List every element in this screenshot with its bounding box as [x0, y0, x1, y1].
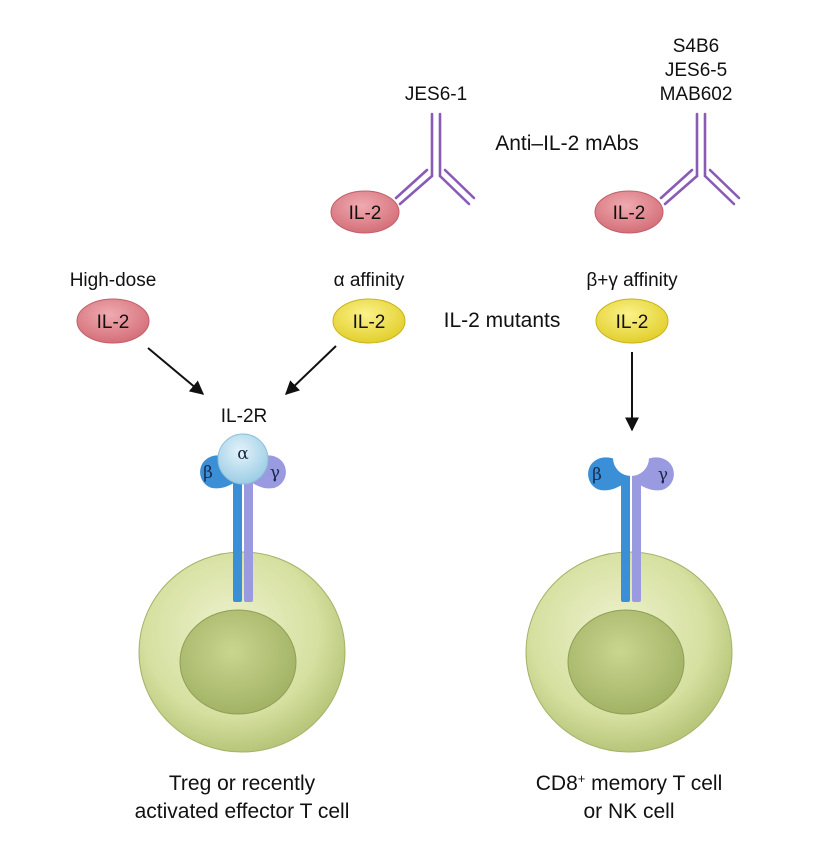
left-cell-caption-line2: activated effector T cell: [135, 800, 350, 823]
il2-antibody-complex-right-label: IL-2: [613, 203, 646, 224]
antibody-group-label: Anti–IL-2 mAbs: [495, 132, 639, 155]
antibody-right-icon: [659, 112, 741, 206]
il2-high-dose: [76, 298, 150, 344]
antibody-clone-jes6-5: JES6-5: [665, 60, 727, 81]
il2-mutant-beta-gamma: [595, 298, 669, 344]
left-beta-label: β: [203, 463, 213, 483]
right-cell-caption-line2: or NK cell: [583, 800, 674, 823]
right-cell-nucleus: [567, 609, 685, 715]
il2-antibody-complex-right: [594, 190, 664, 234]
arrow-high-dose-to-il2r: [147, 347, 205, 395]
alpha-affinity-label: α affinity: [334, 270, 405, 291]
left-gamma-label: γ: [270, 463, 280, 483]
il2-mutant-alpha-label: IL-2: [353, 312, 386, 333]
right-cell-caption-line1: CD8+ memory T cell: [536, 771, 723, 796]
il2-antibody-complex-left: [330, 190, 400, 234]
antibody-left-icon: [394, 112, 476, 206]
left-alpha-label: α: [237, 444, 249, 464]
right-gamma-label: γ: [658, 465, 668, 485]
il2-antibody-complex-left-label: IL-2: [349, 203, 382, 224]
arrow-alpha-mutant-to-il2r: [284, 345, 337, 395]
il2-high-dose-label: IL-2: [97, 312, 130, 333]
left-receptor-alpha-chain: [217, 433, 269, 485]
high-dose-label: High-dose: [70, 270, 157, 291]
il2r-label: IL-2R: [221, 406, 267, 427]
right-receptor-empty-pocket: [613, 440, 649, 476]
il2-mutants-label: IL-2 mutants: [444, 309, 561, 332]
antibody-clone-mab602: MAB602: [660, 84, 733, 105]
antibody-clone-s4b6: S4B6: [673, 36, 719, 57]
right-cell-caption-rest: memory T cell: [585, 772, 722, 795]
right-beta-label: β: [592, 465, 602, 485]
right-cell-caption-superscript: +: [578, 771, 586, 786]
il2-mutant-beta-gamma-label: IL-2: [616, 312, 649, 333]
right-cell-caption-cd8: CD8: [536, 772, 578, 795]
left-cell-caption-line1: Treg or recently: [169, 772, 316, 795]
il2-mutant-alpha: [332, 298, 406, 344]
left-cell-nucleus: [179, 609, 297, 715]
beta-gamma-affinity-label: β+γ affinity: [586, 270, 678, 291]
antibody-clone-jes6-1: JES6-1: [405, 84, 467, 105]
